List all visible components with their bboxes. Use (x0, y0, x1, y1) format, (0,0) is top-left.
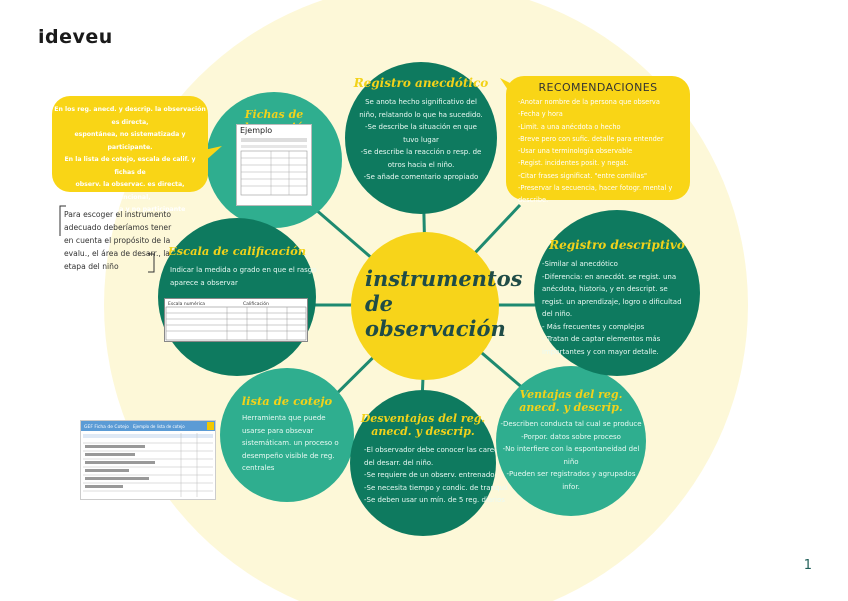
checklist-thumbnail: GEF Ficha de Cotejo Ejemplo de lista de … (80, 420, 216, 500)
page-number: 1 (803, 558, 812, 573)
node-title: Escala de calificación (167, 244, 307, 258)
node-title-line: anecd. y descrip. (519, 401, 623, 414)
rating-table-graphic: Escala numérica Calificación (165, 300, 307, 341)
node-fichas-observacion: Fichas de observación Ejemplo (206, 92, 342, 228)
node-desventajas: Desventajas del reg. anecd. y descrip. -… (350, 390, 508, 536)
node-title: Registro anecdótico (353, 76, 489, 90)
node-title: lista de cotejo (241, 394, 333, 408)
brand-logo: ideveu (38, 26, 113, 48)
recommendations-title: RECOMENDACIONES (538, 81, 658, 94)
table-header: Escala numérica (168, 300, 205, 307)
node-title: Registro descriptivo (549, 238, 685, 252)
node-escala-calificacion: Escala de calificación Indicar la medida… (158, 218, 317, 376)
node-title-line: Desventajas del reg. (360, 412, 486, 425)
center-title-line: instrumentos (365, 266, 523, 291)
node-ventajas: Ventajas del reg. anecd. y descrip. -Des… (496, 366, 646, 516)
center-title-line: observación (365, 316, 506, 341)
center-title-line: de (365, 291, 394, 316)
callout-recommendations: RECOMENDACIONES -Anotar nombre de la per… (506, 76, 690, 204)
node-lista-cotejo: lista de cotejo Herramienta que puede us… (220, 368, 354, 502)
form-lines-graphic (240, 138, 308, 196)
node-title-line: anecd. y descrip. (371, 425, 475, 438)
example-form-thumbnail: Ejemplo (236, 124, 312, 206)
callout-observation-types: En los reg. anecd. y descrip. la observa… (52, 96, 208, 213)
node-title-line: Ventajas del reg. (519, 388, 623, 401)
table-header-2: Calificación (243, 300, 269, 307)
checklist-header: GEF Ficha de Cotejo (84, 424, 129, 430)
rating-scale-table-thumbnail: Escala numérica Calificación (164, 298, 308, 342)
node-registro-descriptivo: Registro descriptivo -Similar al anecdót… (534, 210, 700, 376)
checklist-graphic: GEF Ficha de Cotejo Ejemplo de lista de … (81, 421, 215, 497)
center-node: instrumentos de observación (351, 232, 522, 380)
node-registro-anecdotico: Registro anecdótico Se anota hecho signi… (345, 62, 497, 214)
checklist-subheader: Ejemplo de lista de cotejo (133, 424, 185, 429)
note-instrument-choice: Para escoger el instrumento adecuado deb… (64, 210, 172, 271)
